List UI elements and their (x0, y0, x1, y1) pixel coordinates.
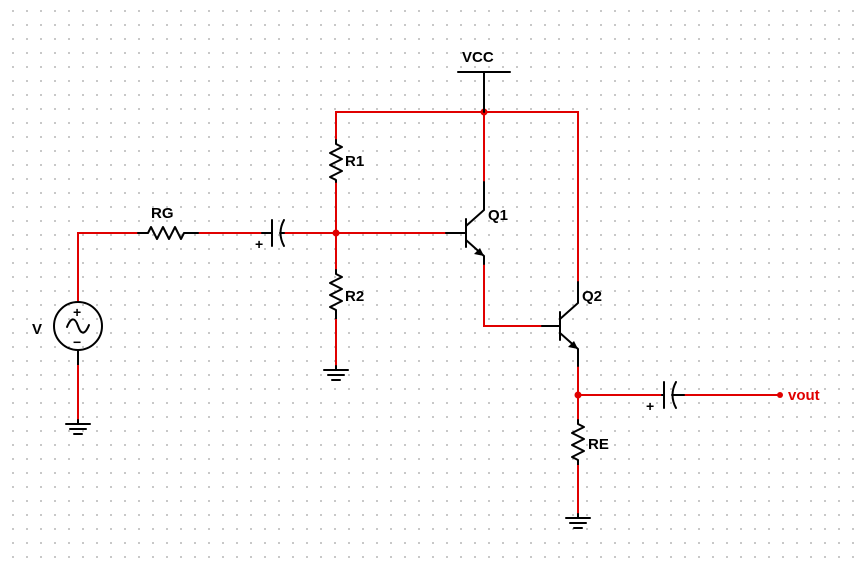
q2-label: Q2 (582, 288, 602, 305)
r2-zigzag (329, 269, 343, 321)
cap2-plus-sign: + (646, 398, 654, 414)
output-capacitor[interactable]: + (646, 381, 685, 414)
q2-collector (559, 281, 579, 320)
resistor-r2[interactable]: R2 (329, 269, 364, 321)
vcc-supply[interactable]: VCC (457, 49, 511, 113)
ground-symbol-r2 (323, 365, 349, 381)
source-minus-sign: − (73, 334, 81, 350)
source-plus-sign: + (73, 304, 81, 320)
source-label: V (32, 321, 42, 338)
re-zigzag (571, 419, 585, 467)
re-label: RE (588, 436, 609, 453)
vout-label: vout (788, 387, 820, 404)
wires (77, 111, 779, 421)
wire-q1-emitter-to-q2-base (483, 263, 543, 327)
resistor-rg[interactable]: RG (137, 205, 199, 240)
junction-dot-output (574, 391, 582, 399)
rg-zigzag (137, 226, 199, 240)
ac-voltage-source[interactable]: + − V (32, 301, 103, 367)
r1-zigzag (329, 139, 343, 183)
transistor-q1[interactable]: Q1 (445, 181, 508, 265)
r1-label: R1 (345, 153, 364, 170)
q1-emitter-arrow (474, 248, 484, 256)
resistor-re[interactable]: RE (571, 419, 609, 467)
q1-label: Q1 (488, 207, 508, 224)
ground-symbol-source (65, 419, 91, 435)
wire-source-to-rg (77, 232, 139, 301)
vout-terminal-dot[interactable] (777, 392, 783, 398)
wire-supply-rail (335, 111, 579, 283)
transistor-q2[interactable]: Q2 (541, 281, 602, 367)
junction-dot-base (332, 229, 340, 237)
sine-wave-icon (66, 318, 90, 334)
vcc-label: VCC (462, 49, 494, 66)
input-capacitor[interactable]: + (255, 219, 285, 252)
ground-symbol-re (565, 513, 591, 529)
q2-emitter-arrow (568, 341, 578, 349)
q2-emitter (559, 332, 579, 367)
r2-label: R2 (345, 288, 364, 305)
cap1-plus-sign: + (255, 236, 263, 252)
resistor-r1[interactable]: R1 (329, 139, 364, 183)
rg-label: RG (151, 205, 174, 222)
q1-collector (465, 181, 485, 227)
